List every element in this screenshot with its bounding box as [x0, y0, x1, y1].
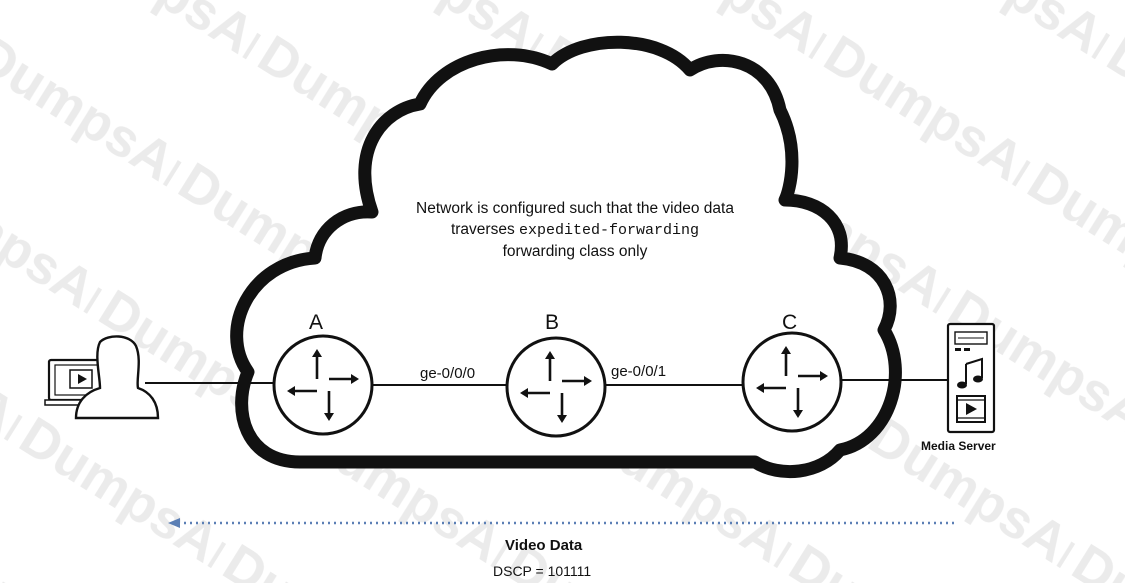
interface-label-ge-0-0-1: ge-0/0/1 — [611, 363, 667, 380]
cloud-text-line2-prefix: traverses — [450, 221, 520, 238]
forwarding-class-code: expedited-forwarding — [519, 222, 700, 239]
interface-label-ge-0-0-0: ge-0/0/0 — [420, 365, 476, 382]
router-a-icon — [272, 334, 374, 436]
video-data-flow-arrow — [168, 518, 958, 528]
cloud-text-line2: traverses expedited-forwarding — [360, 219, 790, 241]
cloud-text-line3: forwarding class only — [502, 243, 648, 260]
network-cloud — [230, 35, 902, 479]
router-b-icon — [505, 336, 607, 438]
dscp-label: DSCP = 101111 — [493, 563, 592, 579]
video-data-label: Video Data — [505, 537, 583, 554]
user-at-computer-icon — [44, 335, 160, 420]
media-server-label: Media Server — [921, 439, 996, 453]
router-b-label: B — [545, 311, 560, 334]
router-a-label: A — [309, 311, 324, 334]
router-c-label: C — [782, 311, 798, 334]
router-c-icon — [741, 331, 843, 433]
media-server-icon — [946, 322, 996, 434]
cloud-description: Network is configured such that the vide… — [360, 198, 790, 262]
cloud-text-line1: Network is configured such that the vide… — [416, 200, 734, 217]
